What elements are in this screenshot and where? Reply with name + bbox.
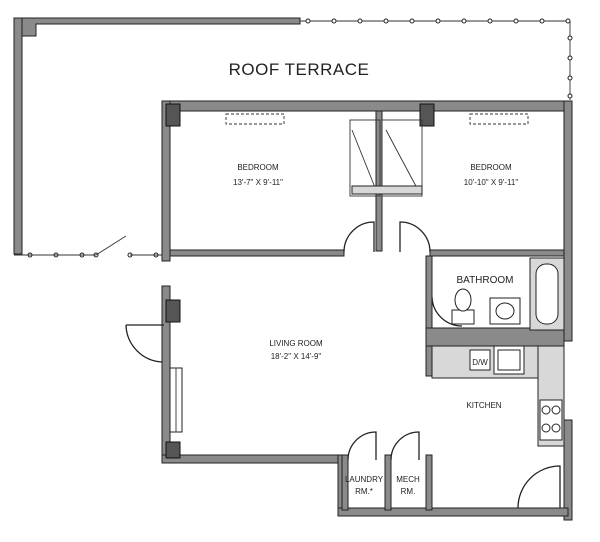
mech-label-line1: MECH: [396, 475, 420, 484]
kitchen-label: KITCHEN: [466, 401, 501, 410]
living-room-name: LIVING ROOM: [269, 339, 323, 348]
roof-terrace-area: ROOF TERRACE: [13, 17, 573, 258]
mech-label-line2: RM.: [401, 487, 416, 496]
bathroom-fixtures: [451, 257, 565, 331]
doors: [125, 221, 561, 509]
dishwasher-label: D/W: [472, 358, 488, 367]
railing-posts: [27, 18, 573, 258]
interior-walls: [169, 110, 565, 511]
roof-terrace-label: ROOF TERRACE: [229, 60, 370, 79]
bedroom-2-dimensions: 10'-10" X 9'-11": [464, 178, 519, 187]
room-labels: BEDROOM 13'-7" X 9'-11" BEDROOM 10'-10" …: [233, 163, 518, 496]
bedroom-1-dimensions: 13'-7" X 9'-11": [233, 178, 283, 187]
bedroom-1-name: BEDROOM: [237, 163, 279, 172]
bathroom-label: BATHROOM: [456, 275, 513, 286]
laundry-label-line1: LAUNDRY: [345, 475, 384, 484]
living-room-dimensions: 18'-2" X 14'-9": [271, 352, 322, 361]
bedroom-2-name: BEDROOM: [470, 163, 512, 172]
windows: [169, 113, 529, 433]
laundry-label-line2: RM.*: [355, 487, 373, 496]
exterior-walls: [161, 100, 573, 521]
kitchen-fixtures: [431, 345, 565, 447]
